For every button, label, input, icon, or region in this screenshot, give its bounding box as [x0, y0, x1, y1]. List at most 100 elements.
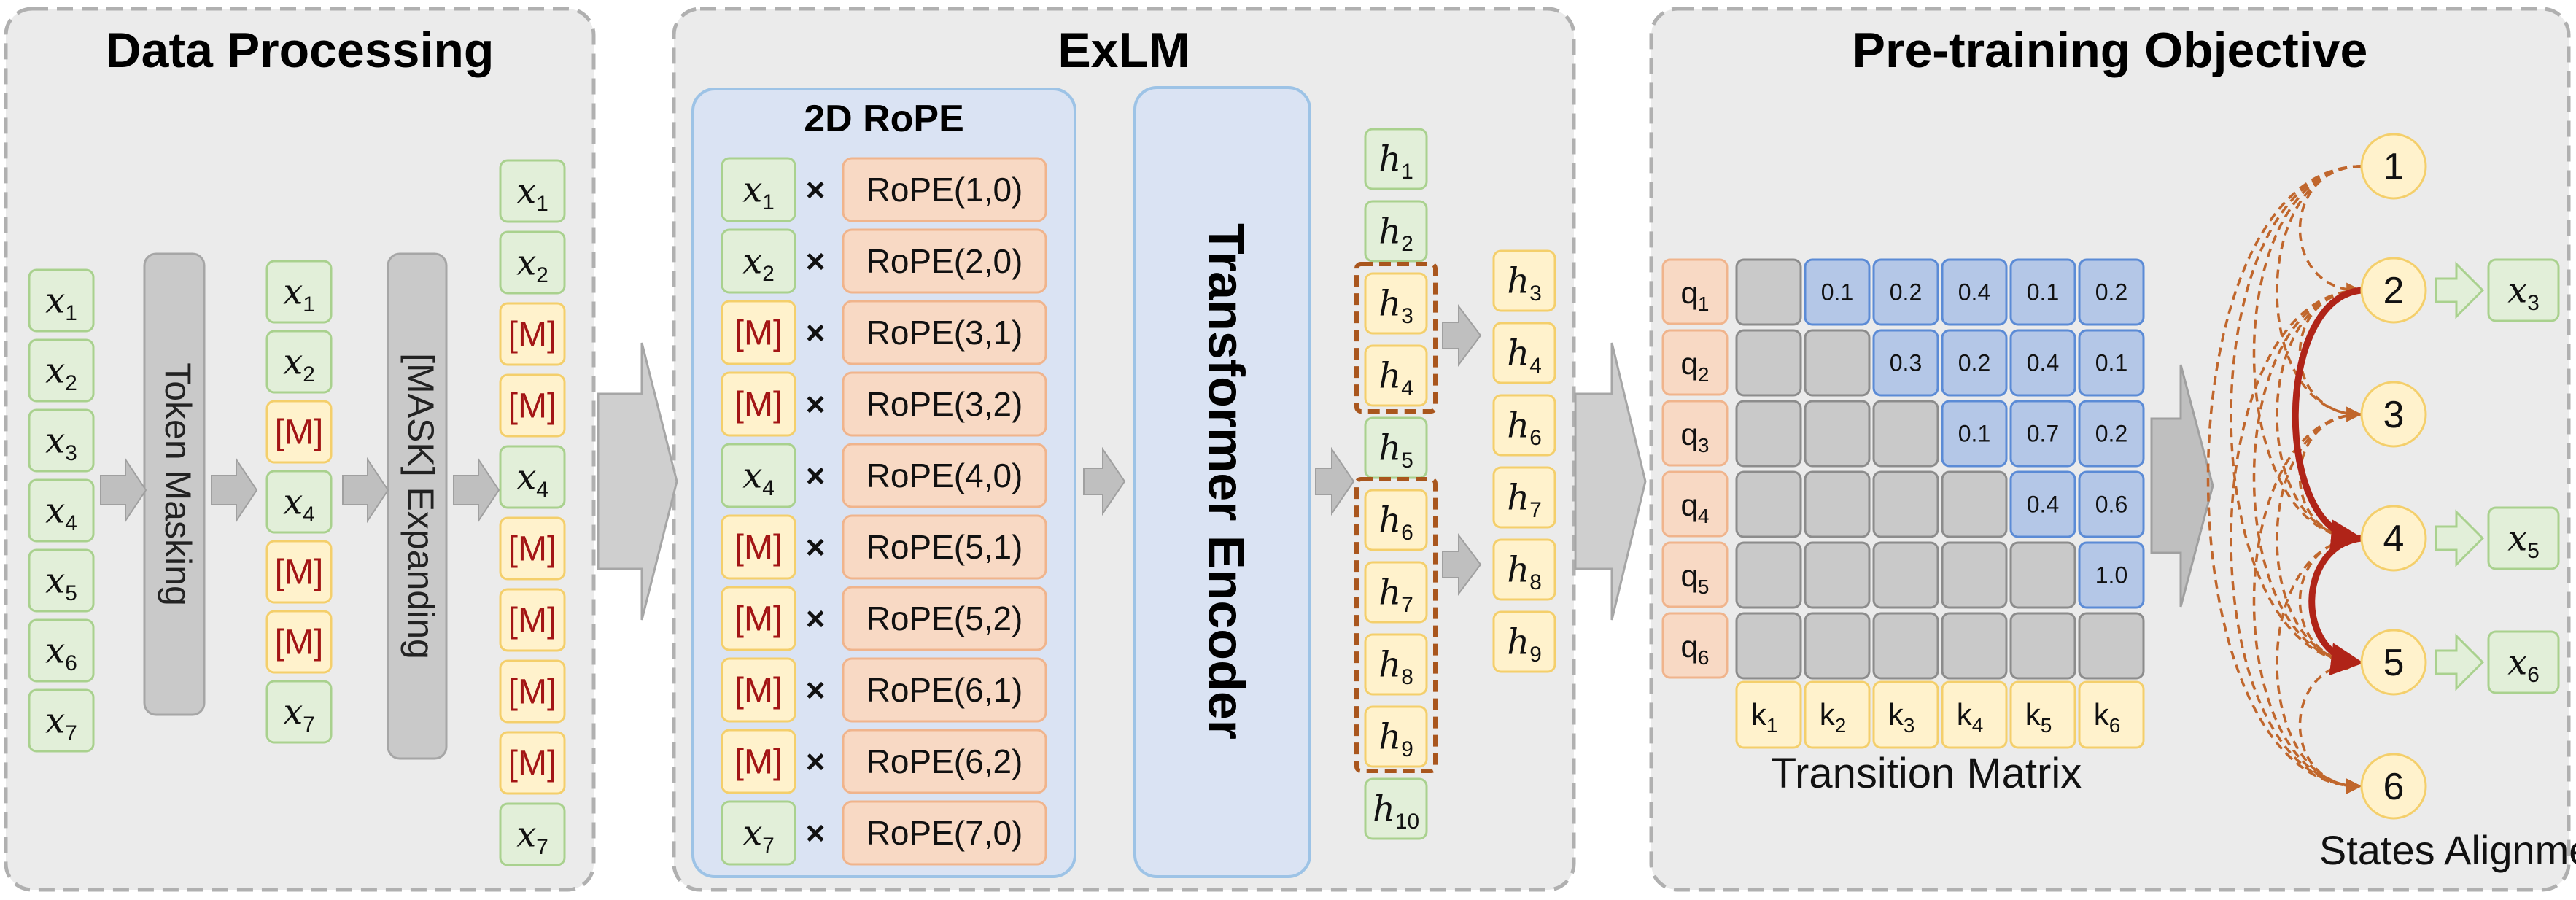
selected-state: h9	[1492, 610, 1556, 673]
rope-token: x1	[721, 157, 796, 222]
flow-arrow	[100, 457, 147, 524]
rope-label: RoPE(5,2)	[866, 600, 1023, 637]
matrix-value: 0.4	[2027, 350, 2059, 376]
matrix-cell: 0.2	[1872, 258, 1939, 326]
aligned-pair: x3	[2435, 258, 2560, 322]
candidate-transition	[2230, 165, 2362, 670]
matrix-cell: 0.1	[1804, 258, 1871, 326]
key-cell: k3	[1872, 680, 1939, 749]
token-label: [M]	[275, 413, 324, 451]
state-node: 5	[2360, 629, 2427, 696]
query-cell: q3	[1661, 400, 1729, 467]
key-cell: k6	[2078, 680, 2145, 749]
rope-row: x4×RoPE(4,0)	[721, 443, 1047, 508]
token-label: x2	[45, 350, 77, 395]
matrix-value: 0.7	[2027, 421, 2059, 447]
state-label: 6	[2383, 766, 2405, 808]
matrix-cell: 0.6	[2078, 470, 2145, 538]
selected-state: h6	[1492, 394, 1556, 457]
state-label: 1	[2383, 146, 2405, 188]
token-label: x4	[283, 481, 315, 527]
rope-label: RoPE(7,0)	[866, 814, 1023, 852]
state-nodes: 1 2 3 4 5 6	[2360, 133, 2427, 820]
rope-token: [M]	[721, 371, 796, 437]
selected-state: h4	[1492, 322, 1556, 384]
hidden-state: h5	[1364, 416, 1428, 479]
matrix-cell: 0.1	[2078, 329, 2145, 397]
matrix-cell	[1872, 470, 1939, 538]
rope-row: [M]×RoPE(3,2)	[721, 371, 1047, 437]
matrix-cell	[1872, 541, 1939, 609]
expanded-token: x1	[499, 159, 566, 223]
token-label: [M]	[508, 529, 557, 568]
matrix-cell: 0.2	[2078, 258, 2145, 326]
matrix-cell	[1735, 258, 1802, 326]
aligned-pair: x5	[2435, 506, 2560, 570]
matrix-cell	[1735, 470, 1802, 538]
rope-box	[842, 157, 1047, 222]
input-token: x4	[28, 478, 95, 543]
matrix-cell	[1804, 329, 1871, 397]
matrix-value: 0.1	[2027, 279, 2059, 306]
token-label: x6	[45, 630, 77, 675]
rope-row: x7×RoPE(7,0)	[721, 800, 1047, 866]
matrix-cell	[1804, 470, 1871, 538]
input-token: x2	[28, 338, 95, 403]
expanded-token: x7	[499, 802, 566, 866]
candidate-transition	[2276, 165, 2362, 422]
rope-box	[842, 729, 1047, 794]
candidate-transition	[2206, 165, 2362, 794]
token-label: x7	[45, 700, 77, 745]
matrix-cell	[2009, 541, 2076, 609]
hidden-state: h7	[1364, 561, 1428, 624]
token-label: h9	[1507, 621, 1541, 667]
state-label: 3	[2383, 394, 2405, 436]
matrix-cell	[1735, 329, 1802, 397]
token-label: x7	[516, 814, 548, 859]
token-label: [M]	[508, 387, 557, 425]
token-label: [M]	[508, 672, 557, 711]
candidate-transition	[2298, 165, 2362, 298]
masked-token: x1	[265, 260, 333, 324]
rope-box	[842, 371, 1047, 437]
rope-label: RoPE(1,0)	[866, 171, 1023, 209]
token-masking-block: Token Masking	[143, 252, 206, 716]
token-label: [M]	[275, 623, 324, 662]
expanded-token: [M]	[499, 731, 566, 795]
matrix-value: 0.1	[2095, 350, 2127, 376]
token-label: [M]	[275, 553, 324, 591]
rope-box	[842, 443, 1047, 508]
matrix-cell	[1804, 612, 1871, 680]
token-label: x2	[516, 242, 548, 287]
candidate-transition	[2252, 289, 2362, 670]
candidate-transition	[2252, 413, 2362, 794]
token-label: x7	[742, 812, 775, 858]
hidden-state: h2	[1364, 200, 1428, 263]
matrix-cell	[1872, 400, 1939, 468]
token-label: h6	[1378, 500, 1413, 545]
alignment-arrow	[2435, 509, 2485, 567]
rope-box	[842, 300, 1047, 365]
token-label: x1	[742, 169, 775, 214]
hidden-state: h9	[1364, 705, 1428, 768]
rope-row: [M]×RoPE(5,1)	[721, 514, 1047, 580]
token-label: x3	[2507, 270, 2540, 315]
matrix-cell: 0.4	[2009, 470, 2076, 538]
rope-token: [M]	[721, 300, 796, 365]
token-label: h1	[1378, 139, 1413, 184]
state-node: 4	[2360, 505, 2427, 572]
matrix-cell: 0.4	[1941, 258, 2008, 326]
token-label: x7	[283, 691, 315, 737]
expanded-token: [M]	[499, 373, 566, 438]
multiply-sign: ×	[806, 457, 826, 494]
rope-label: RoPE(3,2)	[866, 385, 1023, 423]
candidate-transition	[2252, 165, 2362, 546]
masked-token: x4	[265, 470, 333, 534]
hidden-state: h8	[1364, 633, 1428, 696]
matrix-cell	[1941, 612, 2008, 680]
matrix-value: 0.2	[1958, 350, 1990, 376]
rope-label: RoPE(6,2)	[866, 742, 1023, 780]
matrix-cell: 1.0	[2078, 541, 2145, 609]
state-label: 2	[2383, 270, 2405, 312]
